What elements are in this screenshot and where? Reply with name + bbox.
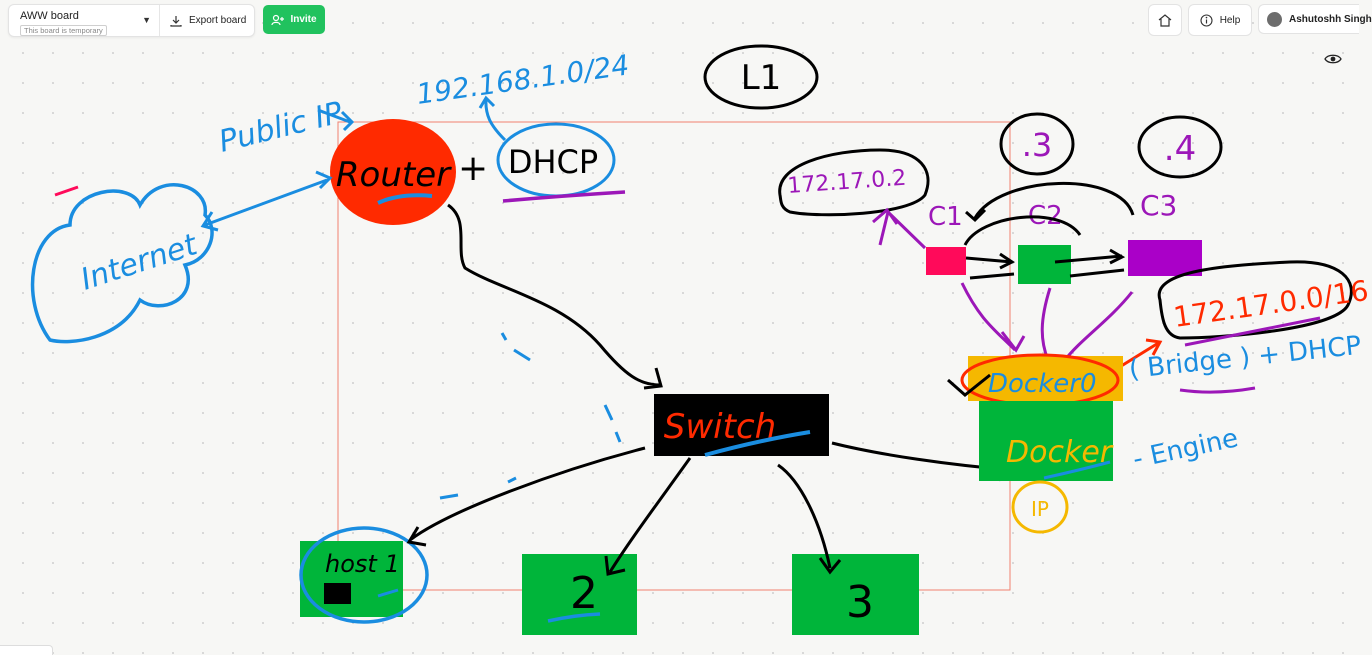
switch-host1-link [406, 446, 646, 547]
host-2-label: 2 [570, 568, 598, 619]
container-c1[interactable] [926, 247, 966, 275]
container-ip-arrow [872, 207, 927, 250]
c3-ip-bubble [1137, 115, 1223, 179]
router-underline [377, 193, 433, 205]
public-ip-label: Public IP [215, 95, 346, 160]
container-arc-c1-c3 [965, 181, 1135, 223]
red-mark [54, 185, 79, 197]
invite-label: Invite [290, 14, 317, 25]
blue-dash [439, 332, 622, 500]
router-node[interactable] [330, 119, 456, 225]
docker0-label: Docker0 [988, 369, 1097, 399]
host-1-screen [324, 583, 351, 604]
host-1-label: host 1 [325, 550, 400, 578]
host-2-underline [547, 612, 601, 623]
c3-ip-suffix: .4 [1164, 129, 1196, 169]
avatar [1267, 11, 1282, 27]
invite-button[interactable]: Invite [263, 5, 325, 34]
docker0-check [947, 373, 991, 397]
engine-note: - Engine [1130, 423, 1241, 475]
internet-label: Internet [77, 227, 203, 298]
board-selector[interactable]: AWW board This board is temporary ▼ [9, 5, 160, 36]
switch-underline [704, 430, 811, 457]
home-icon [1158, 13, 1172, 27]
router-label: Router [336, 155, 452, 195]
user-name: Ashutoshh Singh [1289, 13, 1372, 25]
help-button[interactable]: Help [1188, 4, 1252, 36]
internet-cloud [30, 183, 214, 344]
container-links [965, 248, 1126, 280]
internet-router-link [200, 170, 333, 232]
host-3-box[interactable] [792, 554, 919, 635]
help-label: Help [1219, 14, 1241, 26]
docker-subnet-label: 172.17.0.0/16 [1171, 274, 1370, 334]
dhcp-label: DHCP [508, 143, 598, 181]
veth-links [960, 282, 1134, 361]
layer-label: L1 [741, 58, 782, 98]
chevron-down-icon[interactable]: ▼ [142, 15, 151, 25]
docker-underline [1043, 460, 1111, 480]
subnet-arrow [478, 95, 507, 142]
export-board-button[interactable]: Export board [160, 5, 254, 36]
c1-label: C1 [928, 202, 963, 232]
docker-ip-label: IP [1031, 497, 1049, 521]
dhcp-underline [502, 190, 626, 203]
container-c2[interactable] [1018, 245, 1071, 284]
board-title[interactable]: AWW board [20, 10, 79, 22]
bridge-underline [1179, 386, 1256, 394]
board-toolbar: AWW board This board is temporary ▼ Expo… [8, 4, 256, 37]
container-ip-bubble [778, 148, 930, 217]
docker-subnet-arrow [1117, 338, 1163, 370]
user-menu-button[interactable]: Ashutoshh Singh [1258, 4, 1372, 34]
router-switch-link [447, 203, 663, 390]
minimap-toggle[interactable] [0, 645, 53, 655]
bridge-note: ( Bridge ) + DHCP [1128, 331, 1363, 385]
switch-host2-link [604, 457, 692, 576]
export-board-label: Export board [189, 15, 247, 26]
c2-ip-suffix: .3 [1022, 126, 1053, 164]
public-ip-arrow [317, 108, 355, 132]
download-icon [170, 15, 182, 27]
container-ip-label: 172.17.0.2 [787, 166, 907, 199]
c2-ip-bubble [999, 112, 1075, 176]
layer-circle [703, 44, 819, 110]
host-2-box[interactable] [522, 554, 637, 635]
c3-label: C3 [1140, 189, 1177, 222]
temporary-badge: This board is temporary [20, 25, 107, 36]
eye-icon[interactable] [1324, 52, 1342, 66]
container-arc-c1-c2 [963, 215, 1082, 246]
info-icon [1200, 13, 1213, 27]
docker-ip-circle [1011, 480, 1069, 534]
switch-host3-link [777, 463, 842, 575]
docker-subnet-underline [1184, 316, 1321, 347]
router-plus: + [458, 148, 488, 189]
container-c3[interactable] [1128, 240, 1202, 276]
add-user-icon [271, 14, 285, 25]
host-1-underline [377, 588, 399, 598]
subnet-label: 192.168.1.0/24 [414, 48, 631, 111]
host-3-label: 3 [846, 577, 874, 628]
home-button[interactable] [1148, 4, 1182, 36]
docker-subnet-bubble [1157, 260, 1353, 340]
host-1-circle [299, 526, 429, 624]
